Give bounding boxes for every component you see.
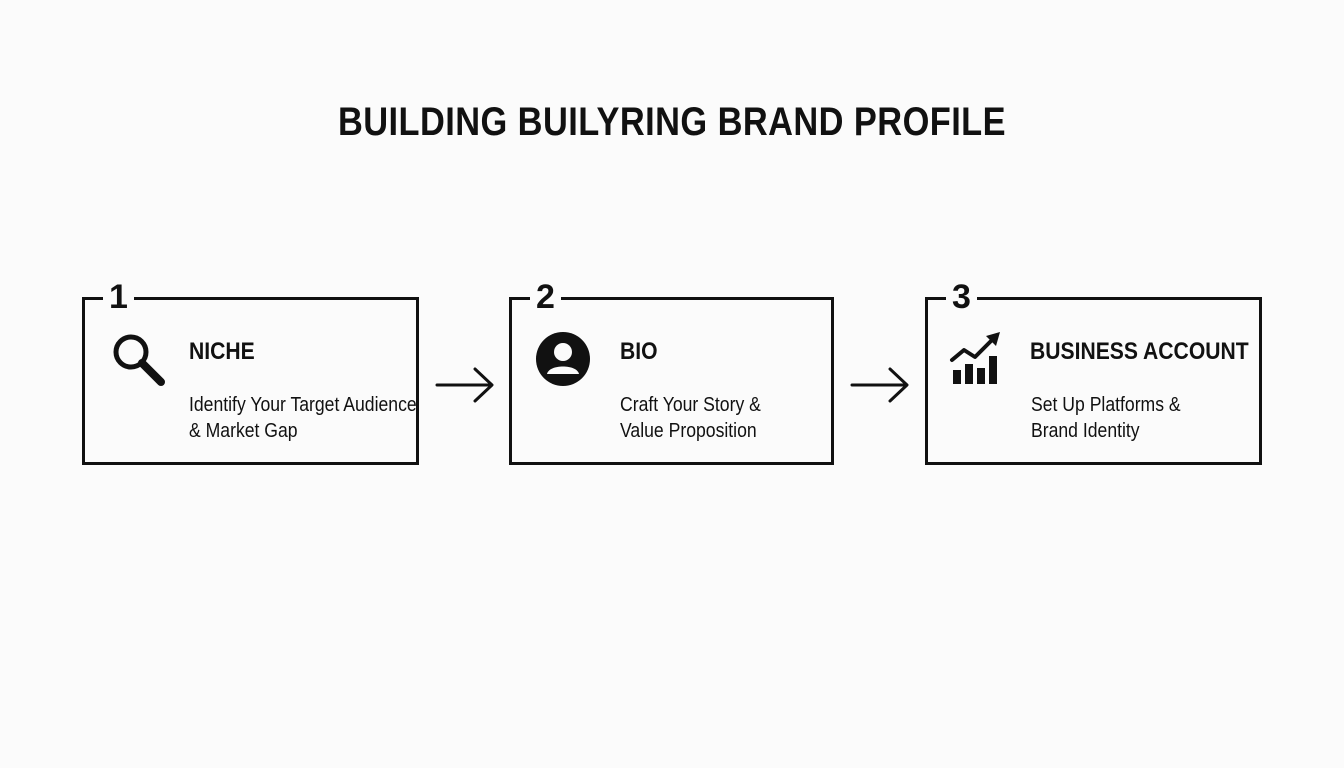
step-heading: NICHE [189, 338, 255, 365]
magnifier-icon [113, 334, 165, 386]
step-description-line: & Market Gap [189, 420, 298, 442]
step-description: Craft Your Story & Value Proposition [620, 392, 761, 444]
step-description-line: Brand Identity [1031, 420, 1140, 442]
step-box-niche: 1 NICHE Identify Your Target Audience & … [82, 279, 419, 465]
step-box-business-account: 3 BUSINESS ACCOUNT Set Up Platforms & Br… [925, 279, 1262, 465]
step-number: 1 [103, 279, 134, 315]
step-description-line: Identify Your Target Audience [189, 394, 417, 416]
step-description-line: Craft Your Story & [620, 394, 761, 416]
page-title: BUILDING BUILYRING BRAND PROFILE [337, 100, 1007, 144]
step-description-line: Value Proposition [620, 420, 757, 442]
step-description-line: Set Up Platforms & [1031, 394, 1181, 416]
arrow-right-icon [435, 367, 494, 403]
step-heading: BUSINESS ACCOUNT [1030, 338, 1249, 365]
growth-chart-icon [950, 332, 1000, 384]
arrow-right-icon [850, 367, 909, 403]
step-description: Set Up Platforms & Brand Identity [1031, 392, 1181, 444]
step-box-bio: 2 BIO Craft Your Story & Value Propositi… [509, 279, 834, 465]
user-avatar-icon [536, 332, 590, 386]
step-number: 2 [530, 279, 561, 315]
step-description: Identify Your Target Audience & Market G… [189, 392, 417, 444]
step-number: 3 [946, 279, 977, 315]
step-heading: BIO [620, 338, 658, 365]
